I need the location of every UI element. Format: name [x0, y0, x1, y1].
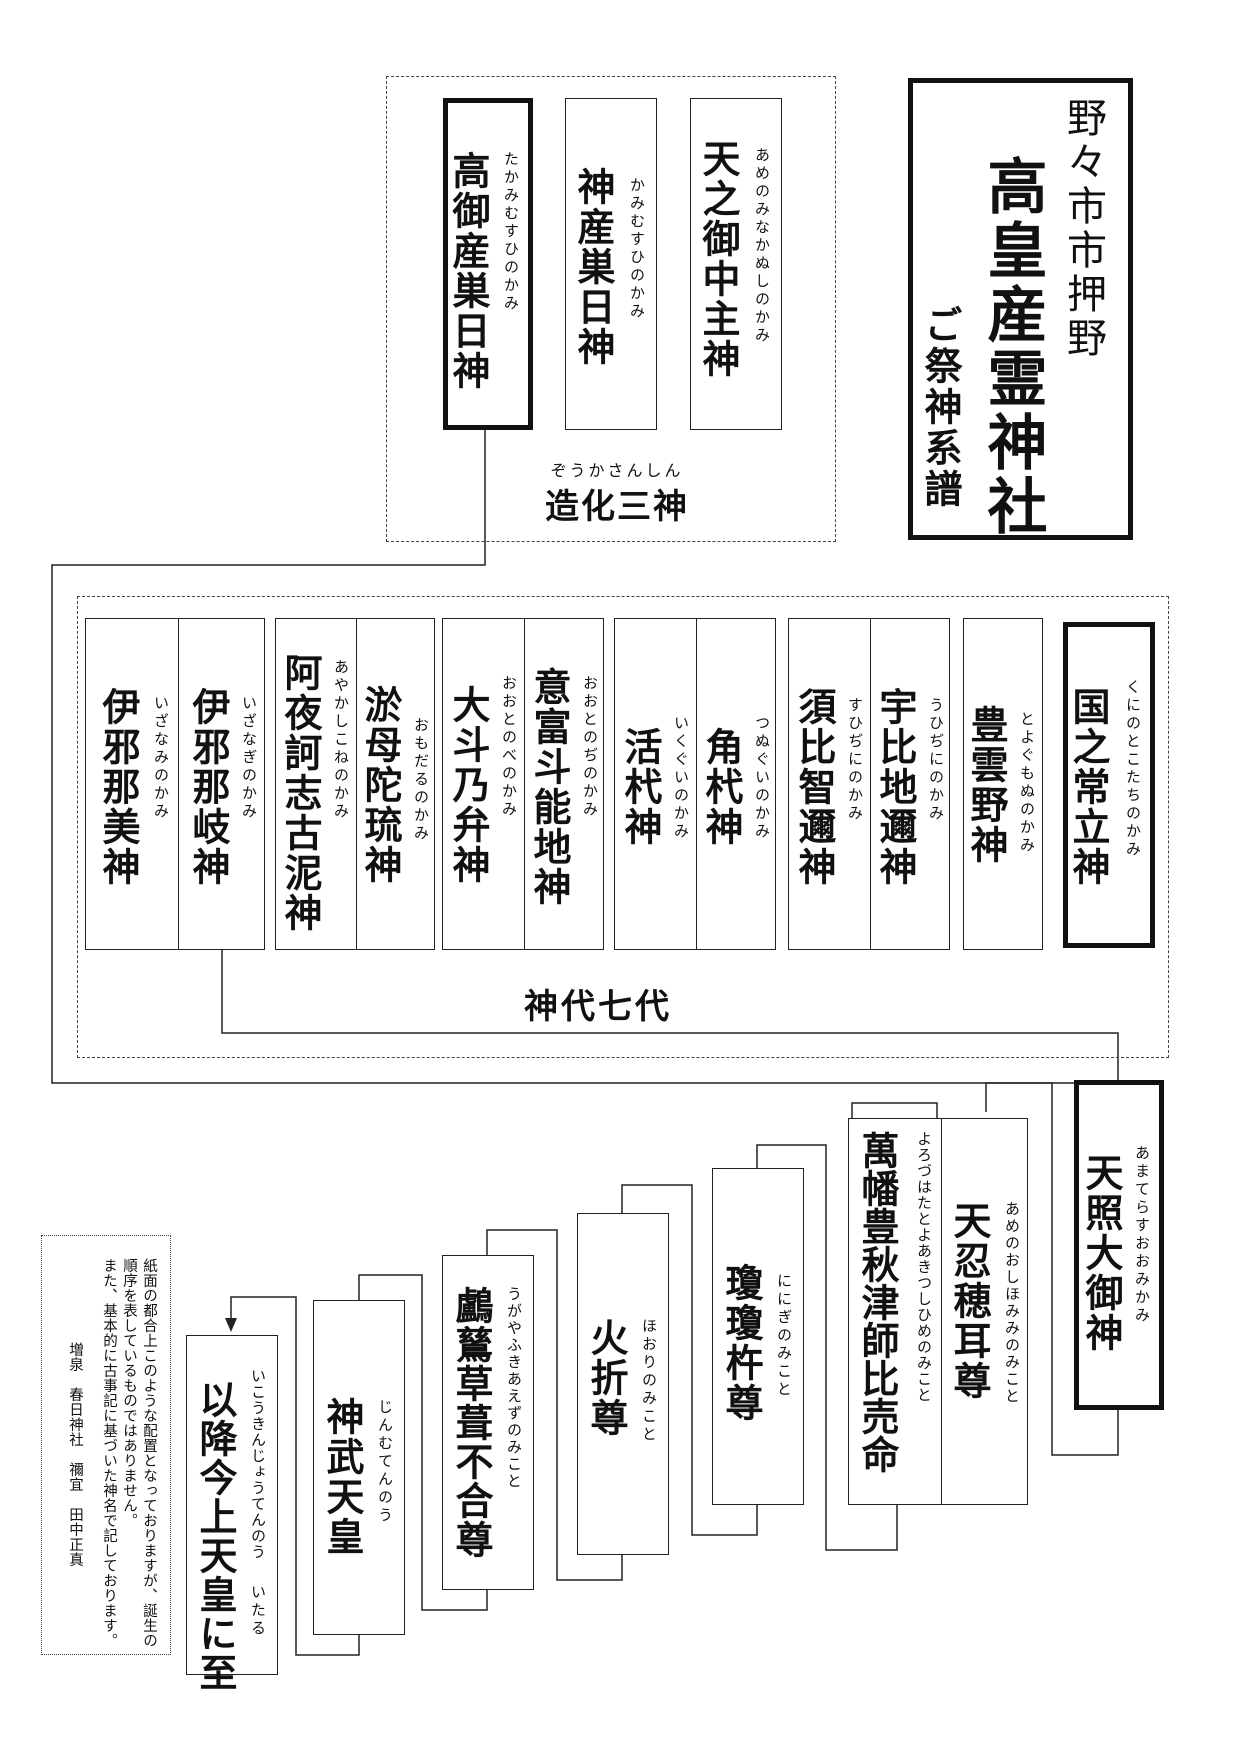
god-name: 萬幡豊秋津師比売命: [855, 1131, 900, 1473]
god-name: 天照大御神: [1079, 1153, 1124, 1353]
god-name: 国之常立神: [1066, 687, 1111, 887]
god-name: 瓊瓊杵尊: [719, 1263, 764, 1423]
god-name: 神武天皇: [320, 1397, 365, 1557]
god-box-hoori: 火折尊 ほおりのみこと: [577, 1213, 669, 1555]
god-ruby: じんむてんのう: [376, 1399, 394, 1525]
god-name: 阿夜訶志古泥神: [278, 653, 323, 933]
god-name: 天忍穂耳尊: [947, 1201, 992, 1401]
god-pair-omodaru: 阿夜訶志古泥神 あやかしこねのかみ 淤母陀琉神 おもだるのかみ: [275, 618, 435, 950]
god-box-toyokumono: 豊雲野神 とよぐもぬのかみ: [963, 618, 1043, 950]
god-cell-ayakashikone: 阿夜訶志古泥神 あやかしこねのかみ: [276, 619, 356, 949]
god-name: 伊邪那岐神: [186, 687, 231, 887]
god-cell-suhijini: 須比智邇神 すひぢにのかみ: [789, 619, 870, 949]
god-ruby: うひぢにのかみ: [927, 697, 945, 823]
location-label: 野々市市押野: [1060, 97, 1106, 361]
god-ruby: よろづはたとよあきつしひめのみこと: [915, 1131, 933, 1403]
god-ruby: つぬぐいのかみ: [753, 715, 771, 841]
god-box-ugayafukiaezu: 鸕鶿草葺不合尊 うがやふきあえずのみこと: [442, 1255, 534, 1590]
title-box: 野々市市押野 高皇産霊神社 ご祭神系譜: [908, 78, 1133, 540]
god-box-ame-no-minakanushi: 天之御中主神 あめのみなかぬしのかみ: [690, 98, 782, 430]
god-ruby: あやかしこねのかみ: [332, 659, 350, 821]
god-box-takamimusuhi: 高御産巣日神 たかみむすひのかみ: [443, 98, 533, 430]
god-box-amaterasu: 天照大御神 あまてらすおおみかみ: [1074, 1080, 1164, 1410]
god-pair-ootonoji: 大斗乃弁神 おおとのべのかみ 意富斗能地神 おおとのぢのかみ: [442, 618, 604, 950]
god-cell-omodaru: 淤母陀琉神 おもだるのかみ: [356, 619, 436, 949]
note-line-2: 順序を表しているものではありません。: [121, 1258, 137, 1528]
god-pair-izanagi: 伊邪那美神 いざなみのかみ 伊邪那岐神 いざなぎのかみ: [85, 618, 265, 950]
god-cell-tsunugui: 角杙神 つぬぐいのかみ: [696, 619, 777, 949]
god-ruby-itaru: いたる: [249, 1584, 267, 1638]
god-cell-izanagi: 伊邪那岐神 いざなぎのかみ: [178, 619, 266, 949]
note-box: 紙面の都合上このような配置となっておりますが、誕生の 順序を表しているものではあ…: [41, 1235, 171, 1655]
god-box-imperial-line: 以降今上天皇に至 いこうきんじょうてんのう いたる: [186, 1335, 278, 1692]
god-cell-oshihomimi: 天忍穂耳尊 あめのおしほみみのみこと: [941, 1119, 1029, 1504]
god-name: 神産巣日神: [571, 167, 616, 367]
god-cell-uhijini: 宇比地邇神 うひぢにのかみ: [870, 619, 951, 949]
god-box-ninigi: 瓊瓊杵尊 ににぎのみこと: [712, 1168, 804, 1505]
god-name: 高御産巣日神: [446, 151, 491, 391]
god-box-kuninotokotachi: 国之常立神 くにのとこたちのかみ: [1063, 622, 1155, 948]
zouka-sanshin-group: ぞうかさんしん 造化三神: [386, 76, 836, 542]
god-ruby: あめのおしほみみのみこと: [1003, 1201, 1021, 1405]
shrine-name: 高皇産霊神社: [977, 155, 1047, 539]
god-ruby: ほおりのみこと: [640, 1318, 658, 1444]
god-ruby: おおとのぢのかみ: [581, 675, 599, 819]
god-name: 淤母陀琉神: [358, 685, 403, 885]
note-line-1: 紙面の都合上このような配置となっておりますが、誕生の: [141, 1258, 157, 1648]
god-ruby: ににぎのみこと: [775, 1273, 793, 1399]
god-ruby: あまてらすおおみかみ: [1133, 1145, 1151, 1325]
god-cell-yorozuhata: 萬幡豊秋津師比売命 よろづはたとよあきつしひめのみこと: [849, 1119, 941, 1504]
god-name: 火折尊: [584, 1318, 629, 1438]
god-pair-uhijini: 須比智邇神 すひぢにのかみ 宇比地邇神 うひぢにのかみ: [788, 618, 950, 950]
subtitle: ご祭神系譜: [918, 305, 963, 510]
god-ruby: いくぐいのかみ: [672, 715, 690, 841]
god-name: 意富斗能地神: [527, 667, 572, 907]
note-line-3: また、基本的に古事記に基づいた神名で記しております。: [101, 1258, 117, 1648]
god-pair-tsunugui: 活杙神 いくぐいのかみ 角杙神 つぬぐいのかみ: [614, 618, 776, 950]
god-cell-ikugui: 活杙神 いくぐいのかみ: [615, 619, 696, 949]
god-ruby: おもだるのかみ: [412, 717, 430, 843]
god-ruby: うがやふきあえずのみこと: [505, 1286, 523, 1490]
god-name: 角杙神: [699, 727, 744, 847]
god-box-kamimusuhi: 神産巣日神 かみむすひのかみ: [565, 98, 657, 430]
god-ruby: いざなぎのかみ: [240, 695, 258, 821]
god-box-jimmu: 神武天皇 じんむてんのう: [313, 1300, 405, 1635]
god-ruby: かみむすひのかみ: [628, 177, 646, 321]
god-name: 大斗乃弁神: [446, 685, 491, 885]
god-cell-ootonobe: 大斗乃弁神 おおとのべのかみ: [443, 619, 524, 949]
god-cell-ootonoji: 意富斗能地神 おおとのぢのかみ: [524, 619, 605, 949]
god-name: 豊雲野神: [964, 705, 1009, 865]
kamiyo-label: 神代七代: [524, 987, 672, 1027]
god-ruby: とよぐもぬのかみ: [1018, 711, 1036, 855]
god-name: 須比智邇神: [792, 687, 837, 887]
note-signature: 増泉 春日神社 禰宜 田中正真: [67, 1342, 83, 1567]
god-ruby: くにのとこたちのかみ: [1124, 679, 1142, 859]
god-name: 鸕鶿草葺不合尊: [449, 1286, 494, 1559]
god-ruby: おおとのべのかみ: [500, 675, 518, 819]
god-ruby: すひぢにのかみ: [846, 697, 864, 823]
god-name: 宇比地邇神: [873, 687, 918, 887]
god-pair-oshihomimi: 萬幡豊秋津師比売命 よろづはたとよあきつしひめのみこと 天忍穂耳尊 あめのおしほ…: [848, 1118, 1028, 1505]
god-name: 以降今上天皇に至: [193, 1380, 238, 1692]
god-name: 伊邪那美神: [96, 687, 141, 887]
god-ruby: いざなみのかみ: [152, 695, 170, 821]
god-ruby: あめのみなかぬしのかみ: [753, 147, 771, 345]
god-cell-izanami: 伊邪那美神 いざなみのかみ: [86, 619, 178, 949]
kamiyo-nanayo-group: 神代七代: [77, 596, 1169, 1058]
god-name: 活杙神: [618, 727, 663, 847]
god-name: 天之御中主神: [696, 139, 741, 379]
zouka-label: 造化三神: [545, 487, 689, 527]
god-ruby: いこうきんじょうてんのう: [249, 1368, 267, 1560]
god-ruby: たかみむすひのかみ: [502, 151, 520, 313]
zouka-label-ruby: ぞうかさんしん: [550, 461, 684, 480]
